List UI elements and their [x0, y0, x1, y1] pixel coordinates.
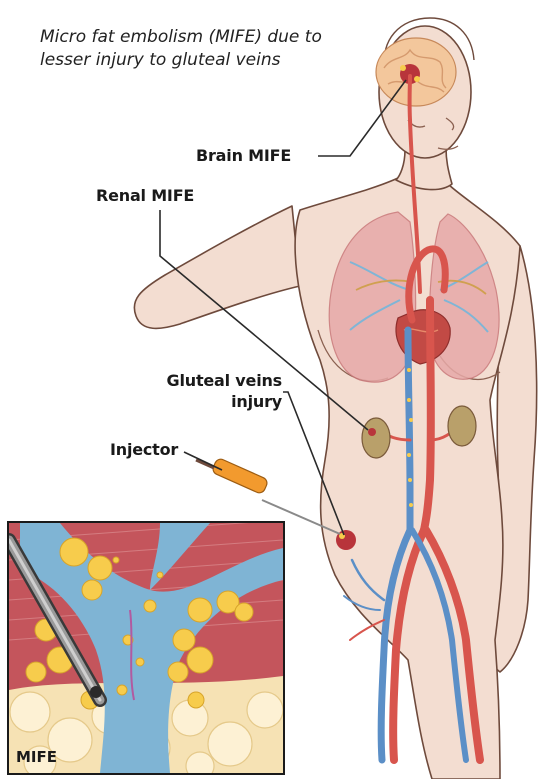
label-gluteal-line2: injury — [160, 391, 282, 412]
label-inset-mife: MIFE — [16, 748, 57, 766]
label-gluteal-injury: Gluteal veins injury — [160, 370, 282, 412]
label-brain-mife: Brain MIFE — [196, 146, 291, 165]
label-gluteal-line1: Gluteal veins — [160, 370, 282, 391]
label-injector: Injector — [110, 440, 178, 459]
mife-inset — [8, 520, 284, 779]
brain — [376, 38, 456, 106]
caption-text: Micro fat embolism (MIFE) due to lesser … — [40, 26, 340, 72]
label-renal-mife: Renal MIFE — [96, 186, 194, 205]
